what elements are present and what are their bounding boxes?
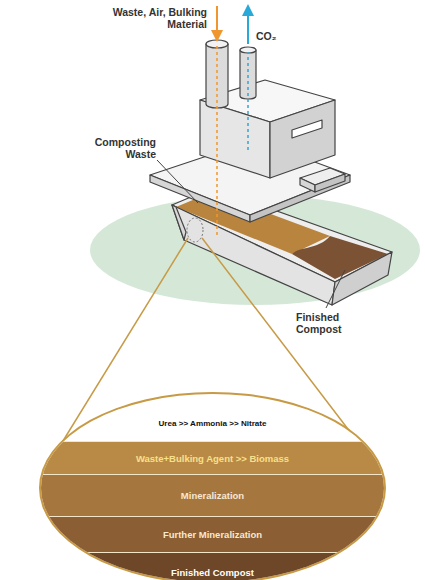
gas-label: CO₂	[256, 30, 296, 42]
band-label: Waste+Bulking Agent >> Biomass	[136, 453, 289, 464]
process-band: Mineralization	[41, 474, 384, 516]
exhaust-flow	[247, 52, 249, 150]
input-flow	[216, 46, 218, 238]
process-band: Further Mineralization	[41, 516, 384, 552]
leader-line	[157, 160, 198, 203]
exhaust-arrow	[247, 10, 249, 44]
process-band: Finished Compost	[41, 552, 384, 580]
process-band: Waste+Bulking Agent >> Biomass	[41, 441, 384, 474]
part-label: Finished Compost	[296, 311, 360, 335]
composting-machine	[150, 40, 350, 222]
input-label: Waste, Air, Bulking Material	[95, 6, 207, 30]
zoom-circle: Urea >> Ammonia >> NitrateWaste+Bulking …	[39, 392, 386, 580]
band-label: Mineralization	[181, 490, 244, 501]
band-label: Finished Compost	[171, 567, 254, 578]
part-label: Composting Waste	[70, 136, 156, 160]
sample-spot	[187, 218, 203, 242]
band-label: Further Mineralization	[163, 529, 262, 540]
leader-line	[326, 270, 345, 308]
node-heading: Urea >> Ammonia >> Nitrate	[41, 419, 384, 428]
input-arrow	[216, 6, 218, 36]
